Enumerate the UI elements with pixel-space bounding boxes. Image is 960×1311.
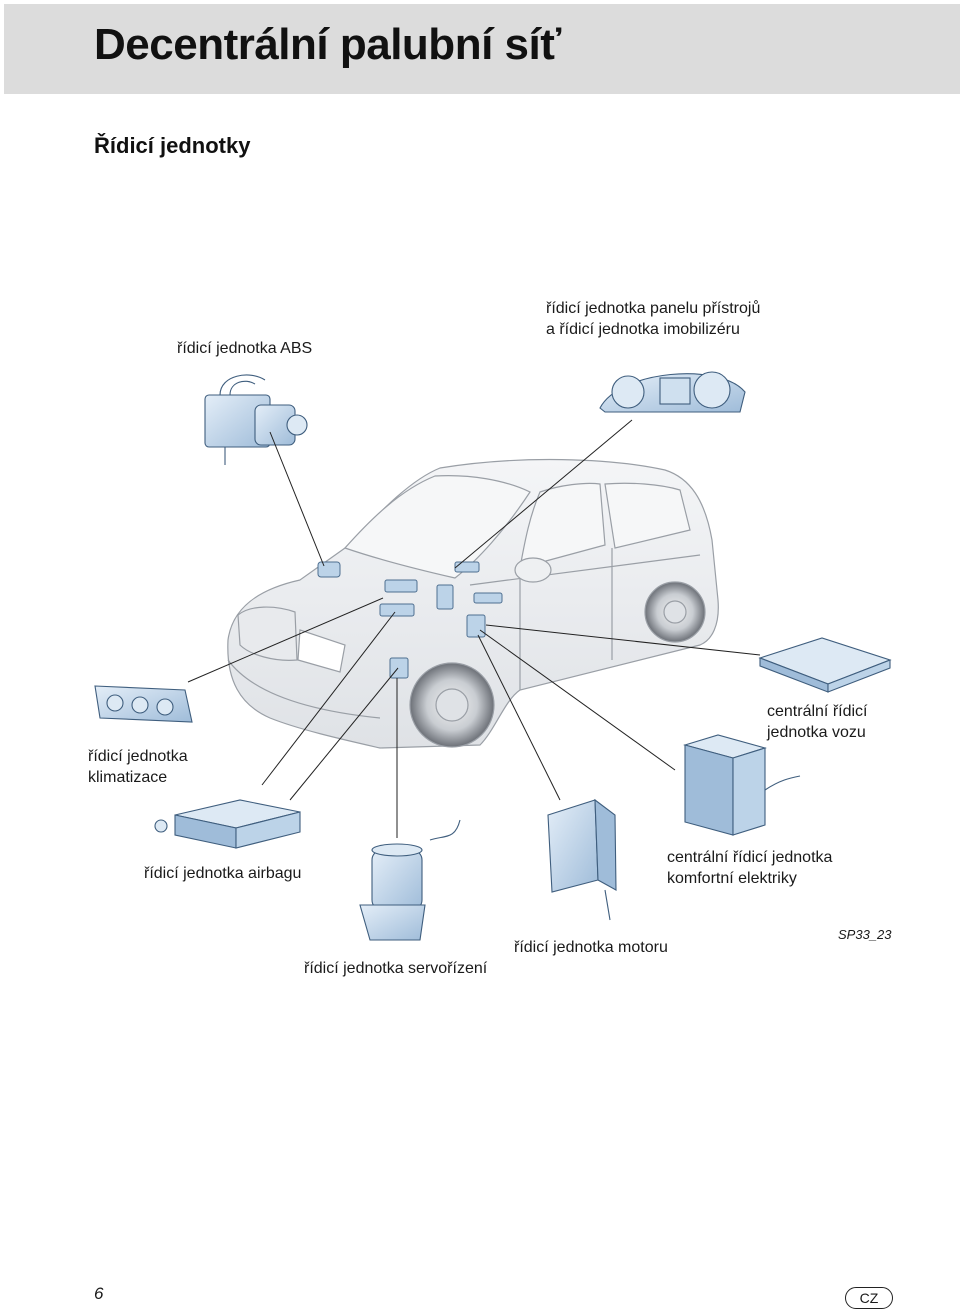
car-windshield <box>343 475 531 579</box>
central-vehicle-unit <box>758 637 892 693</box>
car-bumper <box>227 659 381 719</box>
header-band <box>4 4 960 94</box>
section-heading: Řídicí jednotky <box>94 133 251 158</box>
label-climate-line2: klimatizace <box>88 769 168 786</box>
label-instrument-panel-line2: a řídicí jednotka imobilizéru <box>546 321 740 338</box>
label-abs: řídicí jednotka ABS <box>177 340 313 357</box>
page-number: 6 <box>94 1284 104 1303</box>
label-comfort-line1: centrální řídicí jednotka <box>667 849 833 866</box>
label-comfort-line2: komfortní elektriky <box>667 870 797 887</box>
car-rear-door-window <box>604 482 691 549</box>
car-illustration <box>227 458 719 749</box>
label-power-steering: řídicí jednotka servořízení <box>304 960 488 977</box>
label-instrument-panel-line1: řídicí jednotka panelu přístrojů <box>546 300 761 317</box>
label-airbag: řídicí jednotka airbagu <box>144 865 302 882</box>
abs-unit <box>204 374 308 465</box>
instrument-panel-unit <box>599 371 746 413</box>
label-climate-line1: řídicí jednotka <box>88 748 188 765</box>
in-car-modules <box>317 561 503 679</box>
climate-control-unit <box>94 685 193 723</box>
car-headlight <box>297 629 346 673</box>
label-central-vehicle-line1: centrální řídicí <box>767 703 868 720</box>
car-side-mirror <box>514 557 552 583</box>
comfort-electrics-unit <box>683 734 801 836</box>
leader-lines <box>187 419 761 838</box>
figure-code: SP33_23 <box>838 927 892 942</box>
label-engine: řídicí jednotka motoru <box>514 939 668 956</box>
language-badge: CZ <box>845 1287 893 1309</box>
car-grille <box>237 606 298 661</box>
power-steering-unit <box>359 819 461 941</box>
label-central-vehicle-line2: jednotka vozu <box>767 724 866 741</box>
page-title: Decentrální palubní síť <box>94 20 561 69</box>
airbag-unit <box>154 799 301 849</box>
engine-control-unit <box>547 798 617 921</box>
car-front-door-window <box>519 482 606 569</box>
